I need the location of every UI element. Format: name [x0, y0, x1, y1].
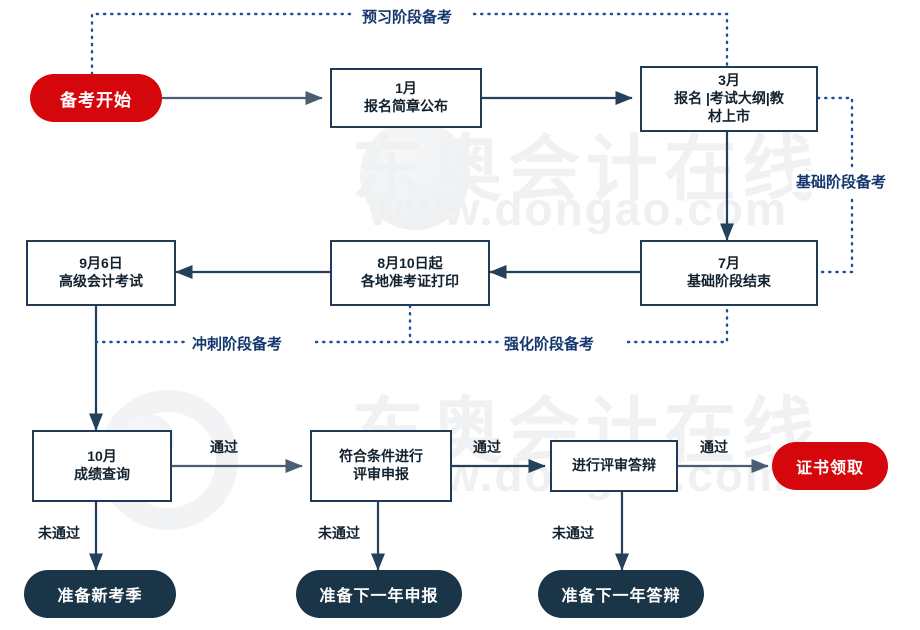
edge-label-pass-3: 通过: [700, 439, 728, 455]
node-certificate-label: 证书领取: [795, 460, 864, 477]
node-prepare-next-defense-label: 准备下一年答辩: [561, 588, 681, 605]
node-review-application-line2: 评审申报: [353, 466, 409, 482]
edge-label-fail-3: 未通过: [552, 525, 594, 541]
node-review-application[interactable]: 符合条件进行 评审申报: [310, 430, 452, 502]
node-review-defense[interactable]: 进行评审答辩: [550, 440, 678, 492]
node-prepare-new-season-label: 准备新考季: [57, 588, 143, 605]
node-prepare-next-application-label: 准备下一年申报: [319, 588, 439, 605]
node-august-admission-ticket[interactable]: 8月10日起 各地准考证打印: [330, 240, 490, 306]
node-prepare-next-defense[interactable]: 准备下一年答辩: [538, 570, 704, 618]
node-start-label: 备考开始: [60, 90, 132, 110]
node-october-score[interactable]: 10月 成绩查询: [32, 430, 172, 502]
watermark-circle-top: [360, 120, 470, 230]
node-march[interactable]: 3月 报名 |考试大纲|教 材上市: [640, 66, 818, 132]
phase-label-intensive: 强化阶段备考: [500, 333, 599, 354]
edge-label-fail-2: 未通过: [318, 525, 360, 541]
node-january-line2: 报名简章公布: [364, 98, 448, 114]
node-october-line1: 10月: [87, 448, 117, 465]
node-review-defense-line1: 进行评审答辩: [572, 457, 656, 474]
node-review-application-line1: 符合条件进行: [339, 448, 423, 465]
node-january[interactable]: 1月 报名简章公布: [330, 68, 482, 128]
node-january-line1: 1月: [395, 80, 417, 97]
node-september-line2: 高级会计考试: [59, 273, 143, 289]
node-prepare-next-application[interactable]: 准备下一年申报: [296, 570, 462, 618]
node-july-line2: 基础阶段结束: [687, 273, 771, 289]
edge-label-fail-1: 未通过: [38, 525, 80, 541]
node-march-line2: 报名 |考试大纲|教: [674, 90, 784, 107]
phase-label-basic: 基础阶段备考: [792, 171, 891, 192]
node-prepare-new-season[interactable]: 准备新考季: [24, 570, 176, 618]
node-october-line2: 成绩查询: [74, 466, 130, 482]
node-certificate[interactable]: 证书领取: [772, 442, 888, 490]
node-start[interactable]: 备考开始: [30, 74, 162, 122]
node-september-line1: 9月6日: [79, 255, 123, 272]
edge-label-pass-2: 通过: [473, 439, 501, 455]
node-september-exam[interactable]: 9月6日 高级会计考试: [26, 240, 176, 306]
node-march-line1: 3月: [718, 72, 740, 89]
node-august-line2: 各地准考证打印: [361, 273, 459, 289]
node-march-line3: 材上市: [708, 107, 750, 124]
node-july[interactable]: 7月 基础阶段结束: [640, 240, 818, 306]
phase-label-preview: 预习阶段备考: [358, 6, 457, 27]
node-august-line1: 8月10日起: [377, 255, 443, 272]
node-july-line1: 7月: [718, 255, 740, 272]
phase-label-sprint: 冲刺阶段备考: [188, 333, 287, 354]
watermark-url-top: www.dongao.com: [368, 183, 788, 235]
edge-label-pass-1: 通过: [210, 439, 238, 455]
